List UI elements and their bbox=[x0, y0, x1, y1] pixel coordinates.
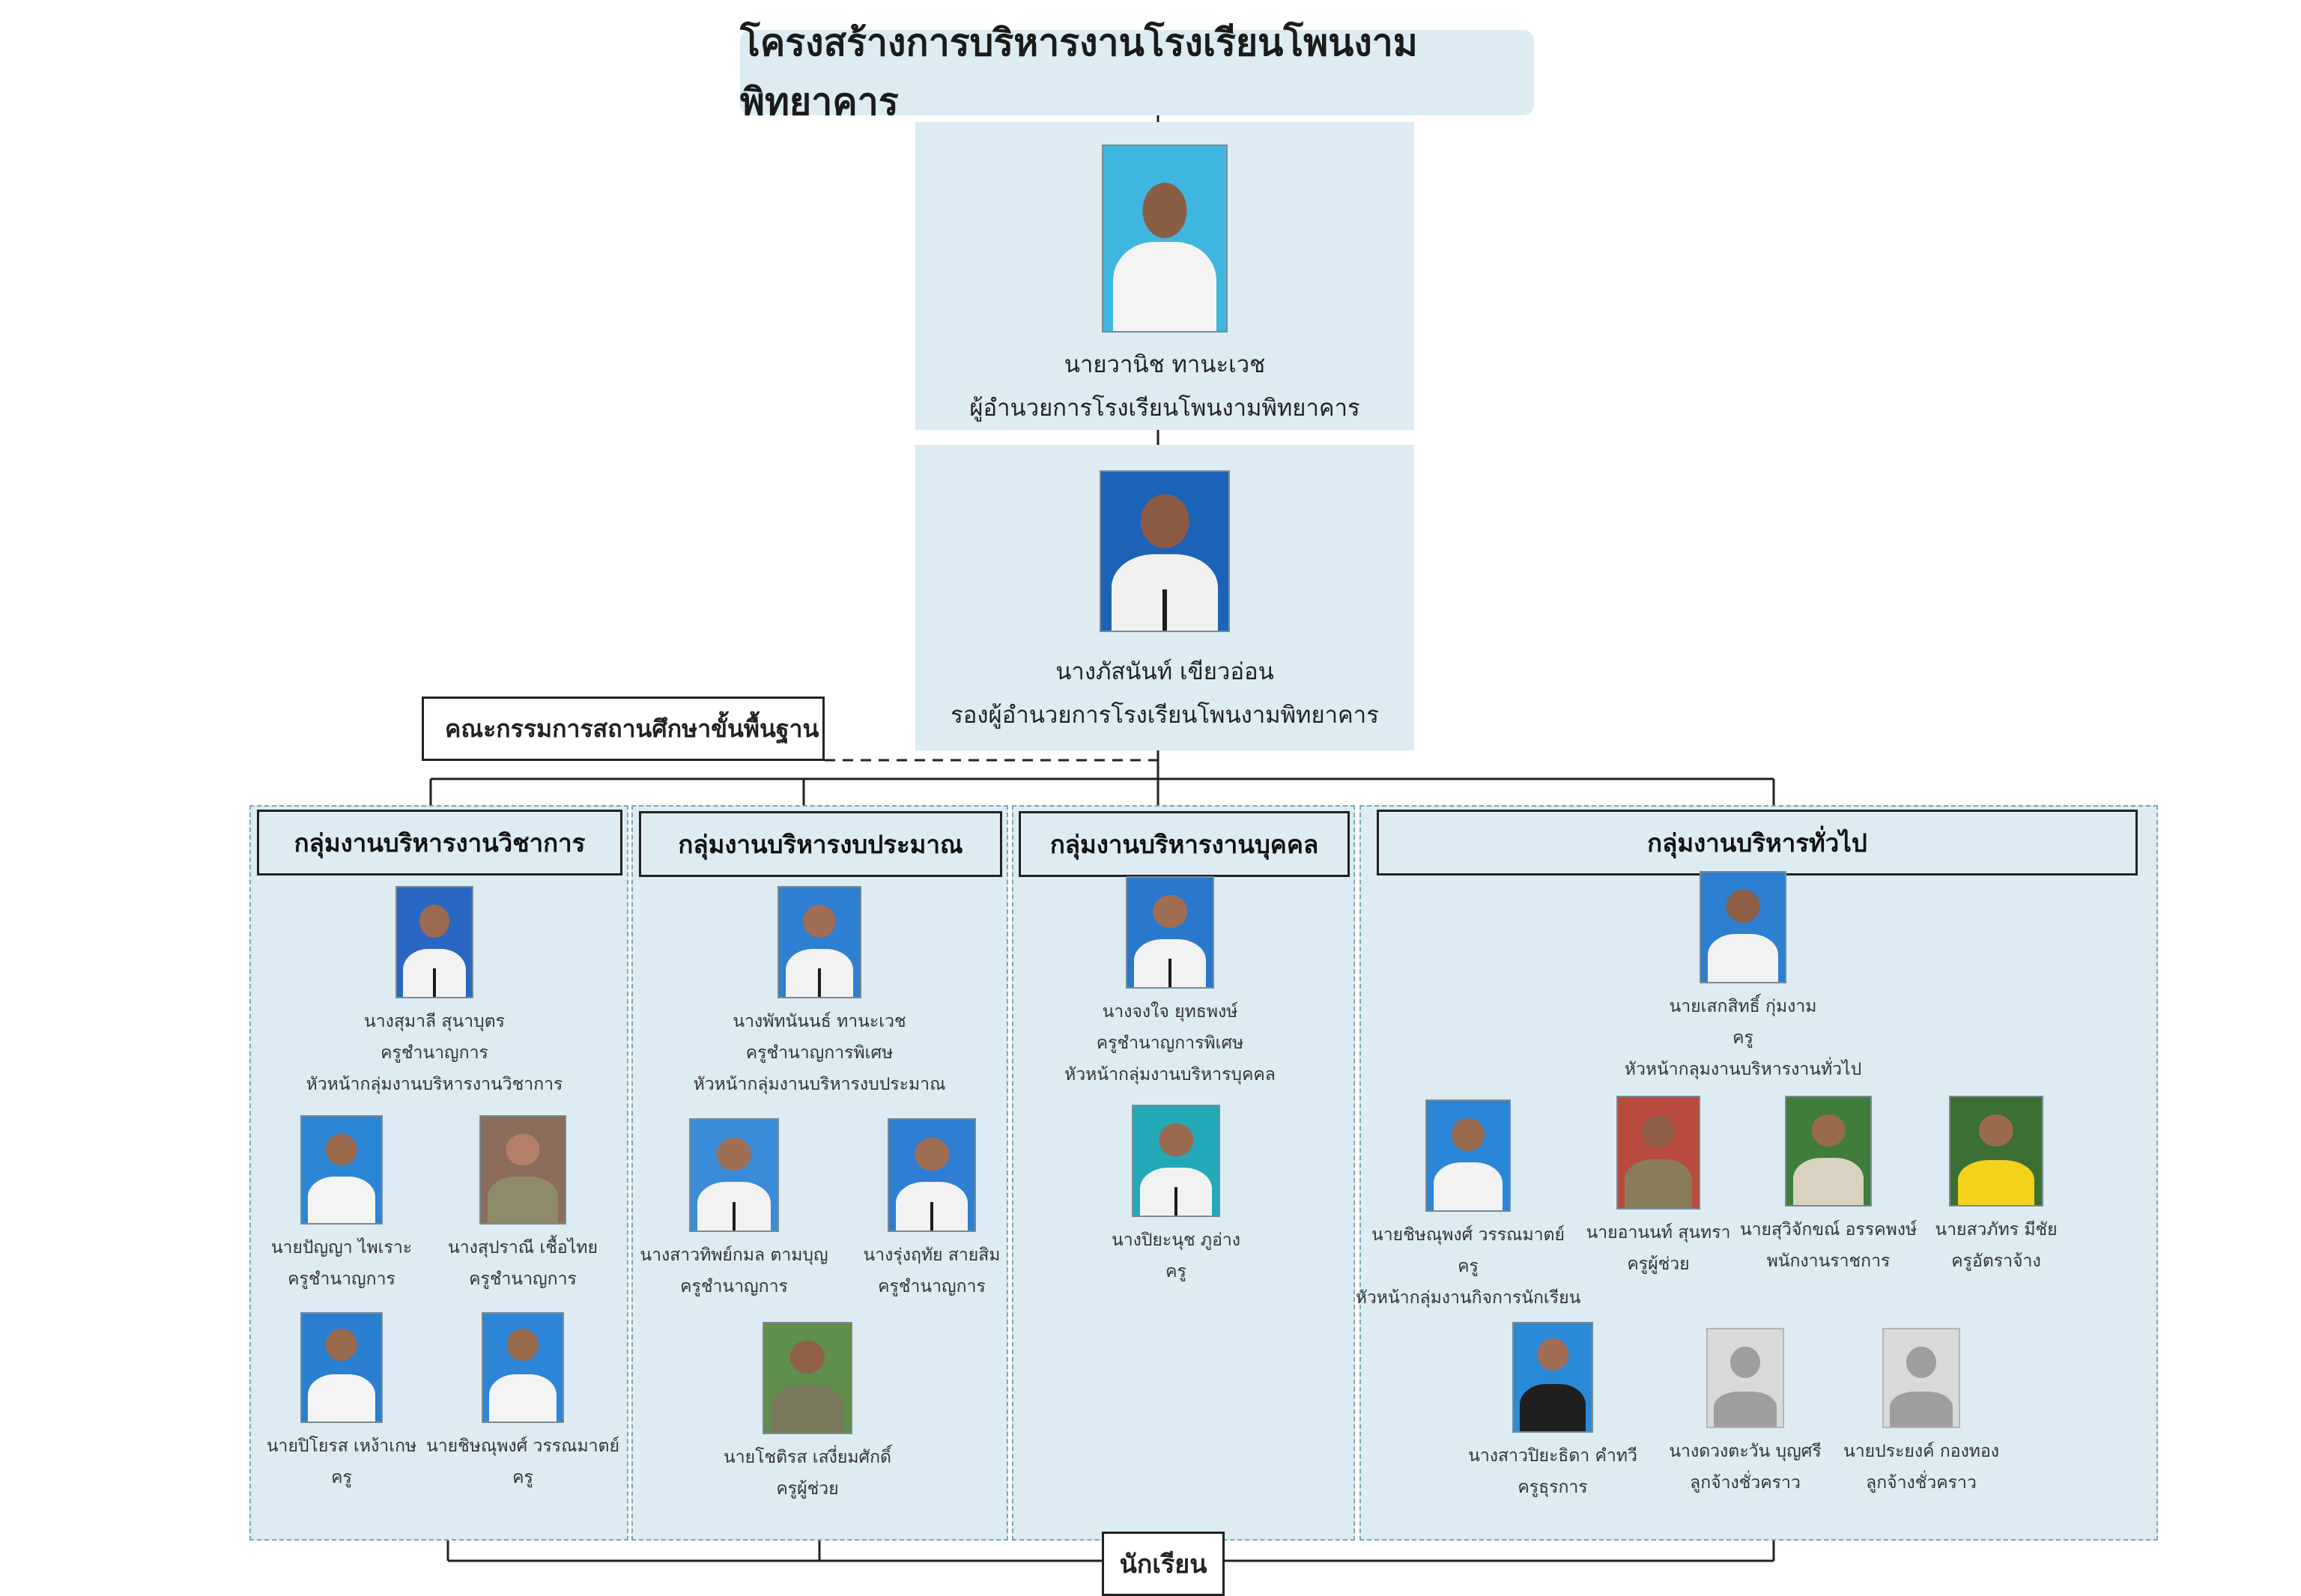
person-card: นางสาวทิพย์กมล ตามบุญ ครูชำนาญการ bbox=[592, 1118, 876, 1302]
person-name: นายปัญญา ไพเราะ bbox=[270, 1238, 413, 1257]
person-card: นายปัญญา ไพเราะ ครูชำนาญการ bbox=[199, 1115, 484, 1295]
director-photo bbox=[1102, 145, 1228, 333]
person-card: นางปิยะนุช ภูอ่าง ครู bbox=[1034, 1105, 1318, 1287]
person-card: นายชิษณุพงศ์ วรรณมาตย์ ครู bbox=[381, 1312, 665, 1493]
person-rank: ครูชำนาญการ bbox=[878, 1277, 986, 1296]
person-rank: ลูกจ้างชั่วคราว bbox=[1690, 1473, 1801, 1493]
person-photo bbox=[1949, 1096, 2043, 1207]
person-rank: ครูชำนาญการพิเศษ bbox=[1096, 1034, 1244, 1053]
person-photo bbox=[763, 1322, 852, 1434]
person-card: นายเสกสิทธิ์ กุ่มงาม ครู หัวหน้ากลุมงานบ… bbox=[1601, 871, 1885, 1085]
person-card: นางดวงตะวัน บุญศรี ลูกจ้างชั่วคราว bbox=[1603, 1328, 1888, 1499]
person-card: นายโชติรส เสงี่ยมศักดิ์ ครูผู้ช่วย bbox=[665, 1322, 950, 1505]
person-name: นายชิษณุพงศ์ วรรณมาตย์ bbox=[1371, 1225, 1565, 1245]
person-photo bbox=[482, 1312, 564, 1423]
person-rank: ครูชำนาญการ bbox=[680, 1277, 788, 1296]
person-photo bbox=[395, 886, 473, 998]
person-rank: ครู bbox=[1458, 1257, 1479, 1276]
person-rank: ครูอัตราจ้าง bbox=[1951, 1251, 2041, 1271]
person-rank: ครูชำนาญการ bbox=[381, 1043, 488, 1063]
person-card: นางสุมาลี สุนาบุตร ครูชำนาญการ หัวหน้ากล… bbox=[292, 886, 577, 1100]
person-role: หัวหน้ากลุ่มงานบริหารงบประมาณ bbox=[693, 1075, 946, 1094]
person-photo bbox=[300, 1115, 383, 1225]
person-card: นางรุ่งฤทัย สายสิม ครูชำนาญการ bbox=[789, 1118, 1074, 1302]
group-title-personnel: กลุ่มงานบริหารงานบุคคล bbox=[1019, 811, 1350, 877]
person-card: นายปิโยรส เหง้าเกษ ครู bbox=[199, 1312, 484, 1493]
person-role: หัวหน้ากลุ่มงานบริหารบุคคล bbox=[1064, 1065, 1276, 1084]
person-photo bbox=[888, 1118, 976, 1232]
person-card: นายอานนท์ สุนทรา ครูผู้ช่วย bbox=[1516, 1096, 1801, 1280]
person-rank: ครู bbox=[512, 1468, 533, 1487]
person-rank: ครูผู้ช่วย bbox=[776, 1479, 839, 1499]
person-rank: ครู bbox=[1732, 1028, 1753, 1048]
group-title-budget: กลุ่มงานบริหารงบประมาณ bbox=[639, 811, 1002, 877]
person-photo bbox=[479, 1115, 566, 1225]
person-role: หัวหน้ากลุ่มงานกิจการนักเรียน bbox=[1355, 1288, 1581, 1308]
person-rank: ครูชำนาญการพิเศษ bbox=[745, 1043, 894, 1063]
person-name: นายอานนท์ สุนทรา bbox=[1586, 1223, 1731, 1242]
deputy-panel: นางภัสนันท์ เขียวอ่อน รองผู้อำนวยการโรงเ… bbox=[915, 445, 1414, 750]
person-photo bbox=[1126, 876, 1214, 989]
person-card: นายประยงค์ กองทอง ลูกจ้างชั่วคราว bbox=[1779, 1328, 2064, 1499]
person-role: หัวหน้ากลุมงานบริหารงานทั่วไป bbox=[1624, 1060, 1862, 1079]
person-card: นายชิษณุพงศ์ วรรณมาตย์ ครู หัวหน้ากลุ่มง… bbox=[1326, 1099, 1610, 1314]
person-card: นายสวภัทร มีชัย ครูอัตราจ้าง bbox=[1854, 1096, 2138, 1277]
person-name: นายชิษณุพงศ์ วรรณมาตย์ bbox=[426, 1436, 619, 1456]
person-photo bbox=[1132, 1105, 1220, 1217]
students-box: นักเรียน bbox=[1102, 1532, 1225, 1596]
person-photo bbox=[777, 886, 861, 998]
person-rank: ครูชำนาญการ bbox=[288, 1269, 395, 1289]
person-name: นายปิโยรส เหง้าเกษ bbox=[266, 1436, 417, 1456]
person-card: นางสุปราณี เชื้อไทย ครูชำนาญการ bbox=[381, 1115, 665, 1295]
director-name: นายวานิช ทานะเวช bbox=[1064, 351, 1266, 378]
deputy-position: รองผู้อำนวยการโรงเรียนโพนงามพิทยาคาร bbox=[951, 702, 1379, 729]
director-position: ผู้อำนวยการโรงเรียนโพนงามพิทยาคาร bbox=[969, 395, 1360, 422]
person-photo bbox=[1512, 1322, 1593, 1433]
director-panel: นายวานิช ทานะเวช ผู้อำนวยการโรงเรียนโพนง… bbox=[915, 122, 1414, 430]
person-name: นางสุมาลี สุนาบุตร bbox=[364, 1012, 505, 1031]
person-photo bbox=[1700, 871, 1786, 983]
person-photo bbox=[689, 1118, 779, 1232]
person-card: นายสุวิจักขณ์ อรรคพงษ์ พนักงานราชการ bbox=[1686, 1096, 1971, 1277]
deputy-photo bbox=[1100, 470, 1230, 632]
avatar-placeholder-icon bbox=[1706, 1328, 1784, 1428]
person-name: นางปิยะนุช ภูอ่าง bbox=[1111, 1231, 1241, 1250]
chart-title: โครงสร้างการบริหารงานโรงเรียนโพนงามพิทยา… bbox=[740, 21, 1534, 124]
person-name: นายประยงค์ กองทอง bbox=[1843, 1442, 1999, 1461]
person-name: นางสาวทิพย์กมล ตามบุญ bbox=[640, 1245, 828, 1265]
person-name: นายสุวิจักขณ์ อรรคพงษ์ bbox=[1739, 1220, 1918, 1240]
person-name: นางพัทนันนธ์ ทานะเวช bbox=[733, 1012, 906, 1031]
person-card: นางพัทนันนธ์ ทานะเวช ครูชำนาญการพิเศษ หั… bbox=[677, 886, 962, 1100]
person-photo bbox=[1425, 1099, 1511, 1212]
person-name: นายสวภัทร มีชัย bbox=[1935, 1220, 2058, 1240]
person-rank: ลูกจ้างชั่วคราว bbox=[1866, 1473, 1977, 1493]
person-card: นางจงใจ ยุทธพงษ์ ครูชำนาญการพิเศษ หัวหน้… bbox=[1028, 876, 1312, 1090]
person-rank: ครูชำนาญการ bbox=[469, 1269, 577, 1289]
person-name: นางสาวปิยะธิดา คำทวี bbox=[1468, 1446, 1637, 1466]
person-rank: ครู bbox=[331, 1468, 352, 1487]
person-name: นางดวงตะวัน บุญศรี bbox=[1669, 1442, 1822, 1461]
committee-box: คณะกรรมการสถานศึกษาขั้นพื้นฐาน bbox=[422, 697, 825, 761]
person-name: นางสุปราณี เชื้อไทย bbox=[448, 1238, 598, 1257]
person-name: นางจงใจ ยุทธพงษ์ bbox=[1102, 1002, 1238, 1022]
person-rank: ครู bbox=[1165, 1262, 1186, 1281]
person-rank: ครูผู้ช่วย bbox=[1627, 1254, 1690, 1274]
person-rank: ครูธุรการ bbox=[1518, 1478, 1588, 1497]
person-photo bbox=[300, 1312, 383, 1423]
person-name: นายเสกสิทธิ์ กุ่มงาม bbox=[1669, 997, 1817, 1016]
person-photo bbox=[1616, 1096, 1700, 1210]
person-photo bbox=[1785, 1096, 1872, 1207]
person-name: นางรุ่งฤทัย สายสิม bbox=[863, 1245, 1001, 1265]
person-name: นายโชติรส เสงี่ยมศักดิ์ bbox=[724, 1448, 891, 1467]
deputy-name: นางภัสนันท์ เขียวอ่อน bbox=[1055, 658, 1274, 685]
group-title-academic: กลุ่มงานบริหารงานวิชาการ bbox=[257, 810, 622, 876]
group-title-general: กลุ่มงานบริหารทั่วไป bbox=[1377, 810, 2138, 876]
person-card: นางสาวปิยะธิดา คำทวี ครูธุรการ bbox=[1410, 1322, 1695, 1503]
person-rank: พนักงานราชการ bbox=[1766, 1251, 1891, 1271]
person-role: หัวหน้ากลุ่มงานบริหารงานวิชาการ bbox=[306, 1075, 563, 1094]
avatar-placeholder-icon bbox=[1882, 1328, 1960, 1428]
